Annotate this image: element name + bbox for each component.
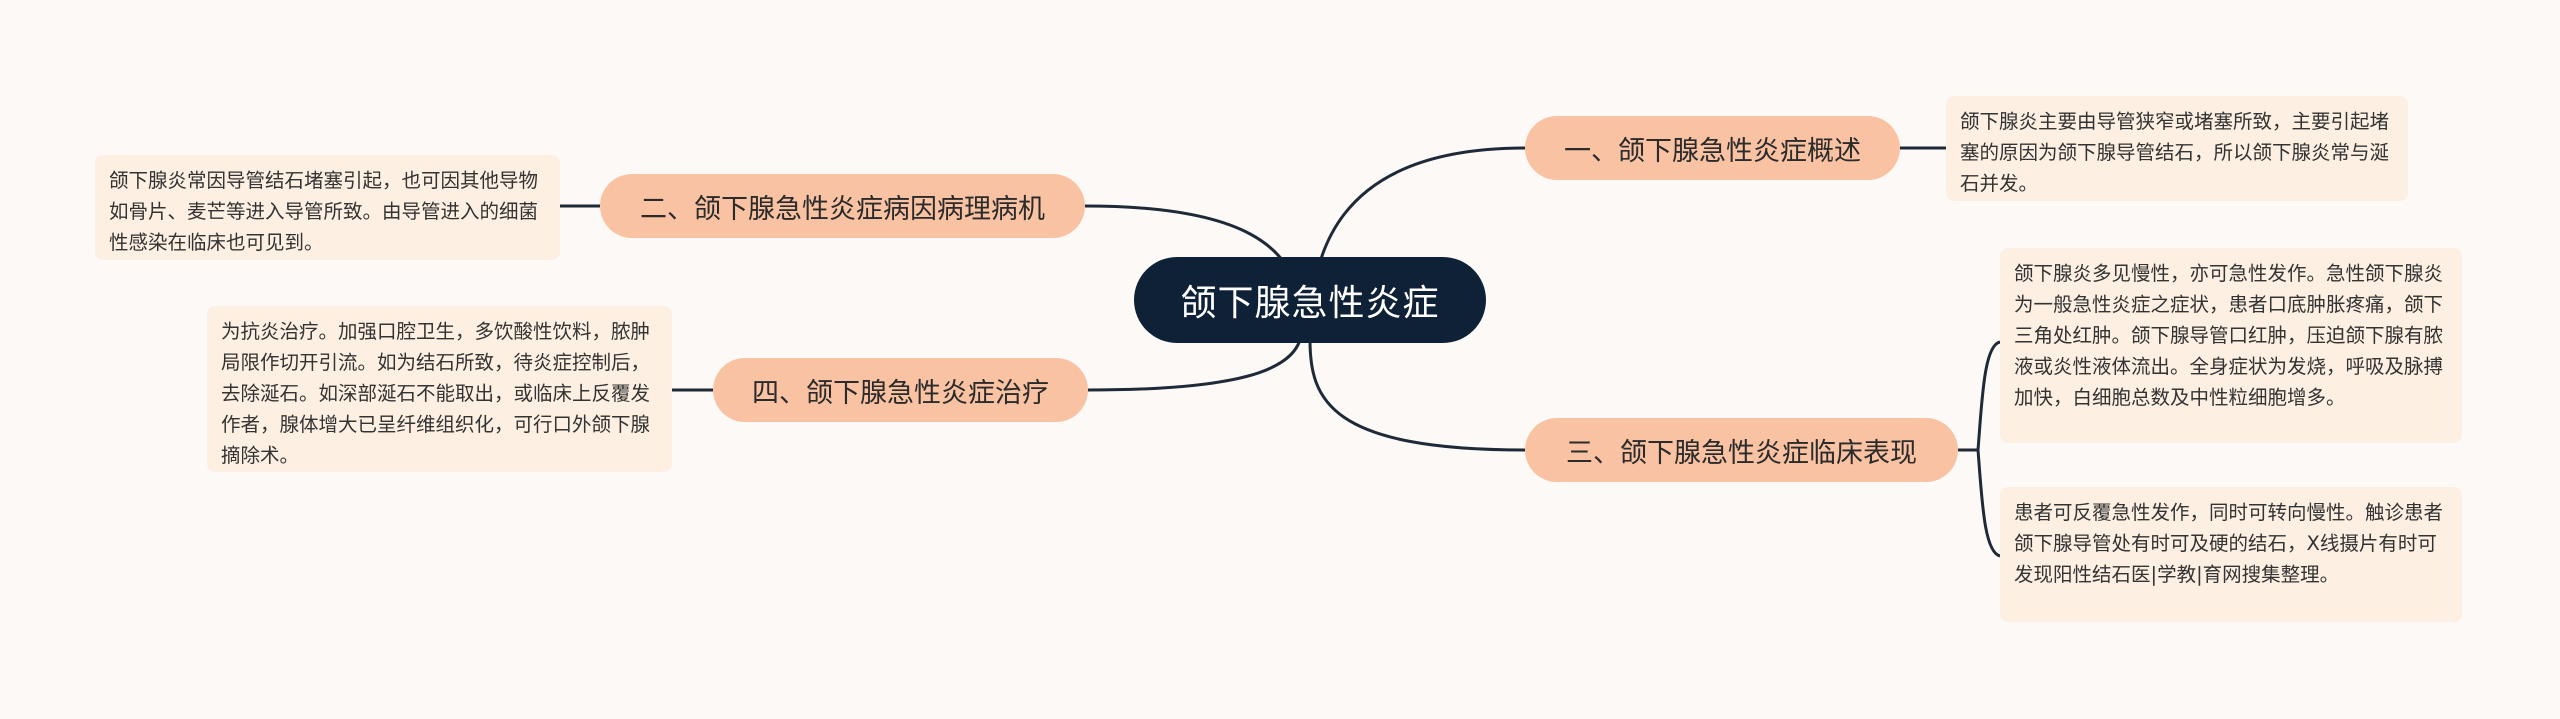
root-node[interactable]: 颌下腺急性炎症 (1134, 257, 1486, 343)
branch-overview[interactable]: 一、颌下腺急性炎症概述 (1525, 116, 1900, 180)
branch-etiology[interactable]: 二、颌下腺急性炎症病因病理病机 (600, 174, 1085, 238)
leaf-treatment: 为抗炎治疗。加强口腔卫生，多饮酸性饮料，脓肿局限作切开引流。如为结石所致，待炎症… (207, 306, 672, 472)
branch-label: 二、颌下腺急性炎症病因病理病机 (640, 193, 1045, 225)
root-label: 颌下腺急性炎症 (1180, 283, 1440, 324)
link-root-b3 (1308, 339, 1526, 452)
branch-label: 四、颌下腺急性炎症治疗 (752, 377, 1049, 409)
branch-label: 三、颌下腺急性炎症临床表现 (1566, 437, 1917, 469)
branch-clinical[interactable]: 三、颌下腺急性炎症临床表现 (1525, 418, 1958, 482)
leaf-text: 为抗炎治疗。加强口腔卫生，多饮酸性饮料，脓肿局限作切开引流。如为结石所致，待炎症… (221, 320, 651, 467)
leaf-etiology: 颌下腺炎常因导管结石堵塞引起，也可因其他导物如骨片、麦芒等进入导管所致。由导管进… (95, 155, 560, 260)
leaf-text: 颌下腺炎多见慢性，亦可急性发作。急性颌下腺炎为一般急性炎症之症状，患者口底肿胀疼… (2014, 262, 2444, 409)
leaf-text: 患者可反覆急性发作，同时可转向慢性。触诊患者颌下腺导管处有时可及硬的结石，X线摄… (2014, 501, 2444, 586)
leaf-clinical-acute: 颌下腺炎多见慢性，亦可急性发作。急性颌下腺炎为一般急性炎症之症状，患者口底肿胀疼… (2000, 248, 2462, 443)
branch-treatment[interactable]: 四、颌下腺急性炎症治疗 (713, 358, 1088, 422)
leaf-text: 颌下腺炎主要由导管狭窄或堵塞所致，主要引起堵塞的原因为颌下腺导管结石，所以颌下腺… (1960, 110, 2390, 195)
leaf-overview: 颌下腺炎主要由导管狭窄或堵塞所致，主要引起堵塞的原因为颌下腺导管结石，所以颌下腺… (1946, 96, 2408, 201)
link-b3-bracket (1958, 340, 2001, 558)
branch-label: 一、颌下腺急性炎症概述 (1564, 135, 1861, 167)
leaf-text: 颌下腺炎常因导管结石堵塞引起，也可因其他导物如骨片、麦芒等进入导管所致。由导管进… (109, 169, 539, 254)
link-root-b4 (1087, 339, 1302, 392)
leaf-clinical-chronic: 患者可反覆急性发作，同时可转向慢性。触诊患者颌下腺导管处有时可及硬的结石，X线摄… (2000, 487, 2462, 622)
